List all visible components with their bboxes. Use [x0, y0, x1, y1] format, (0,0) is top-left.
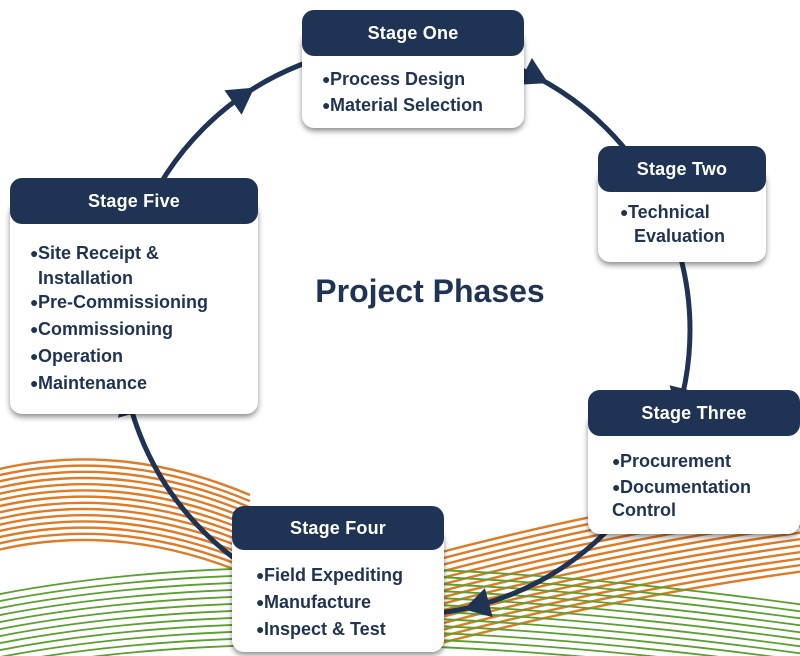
stage-two-card: Stage Two ●Technical Evaluation: [598, 146, 766, 262]
stage-five-body: [10, 200, 258, 414]
bullet-icon: ●: [612, 453, 621, 469]
stage-five-header: Stage Five: [10, 178, 258, 224]
bullet-icon: ●: [30, 321, 39, 337]
stage-item: ●Documentation: [612, 474, 751, 500]
stage-item: ●Field Expediting: [256, 562, 403, 589]
orange-stripes-left: [0, 458, 251, 577]
bullet-icon: ●: [30, 375, 39, 391]
stage-three-items: ●Procurement ●Documentation Control: [612, 448, 751, 520]
arrowhead-icon: [518, 57, 549, 85]
stage-item: ●Process Design: [322, 66, 483, 92]
orange-stripe: [0, 514, 251, 552]
orange-stripe: [0, 458, 251, 497]
orange-stripe: [0, 489, 251, 528]
orange-stripe: [429, 563, 800, 641]
stage-four-items: ●Field Expediting ●Manufacture ●Inspect …: [256, 562, 403, 643]
orange-stripe: [429, 570, 800, 648]
bullet-icon: ●: [30, 294, 39, 310]
orange-stripe: [0, 507, 251, 546]
stage-one-card: Stage One ●Process Design ●Material Sele…: [302, 10, 524, 128]
stage-item: ●Inspect & Test: [256, 616, 403, 643]
stage-item: Evaluation: [634, 226, 726, 246]
orange-stripe: [0, 464, 251, 503]
bullet-icon: ●: [30, 348, 39, 364]
stage-three-header: Stage Three: [588, 390, 800, 436]
bullet-icon: ●: [620, 204, 629, 220]
orange-stripe: [0, 532, 251, 571]
stage-item: ●Technical: [620, 202, 710, 222]
bullet-icon: ●: [322, 71, 331, 87]
orange-stripe: [0, 538, 251, 577]
stage-item: ●Maintenance: [30, 370, 208, 397]
orange-stripe: [0, 470, 251, 509]
stage-item: ●Commissioning: [30, 316, 208, 343]
stage-item: ●Manufacture: [256, 589, 403, 616]
stage-two-header: Stage Two: [598, 146, 766, 192]
orange-stripe: [0, 476, 251, 515]
diagram-title: Project Phases: [315, 273, 545, 309]
bullet-icon: ●: [322, 97, 331, 113]
bullet-icon: ●: [256, 621, 265, 637]
orange-stripe: [0, 483, 251, 521]
stage-three-card: Stage Three ●Procurement ●Documentation …: [588, 390, 800, 534]
stage-four-header: Stage Four: [232, 506, 444, 550]
stage-five-items: ●Site Receipt & Installation ●Pre-Commis…: [30, 240, 208, 397]
stage-item: ●Site Receipt &: [30, 240, 208, 267]
stage-four-card: Stage Four ●Field Expediting ●Manufactur…: [232, 506, 444, 652]
stage-item: ●Operation: [30, 343, 208, 370]
orange-stripe: [0, 526, 251, 565]
stage-two-items: ●Technical Evaluation: [620, 200, 725, 248]
stage-one-items: ●Process Design ●Material Selection: [322, 66, 483, 118]
bullet-icon: ●: [256, 594, 265, 610]
stage-item: Installation: [38, 268, 134, 288]
stage-item: ●Procurement: [612, 448, 751, 474]
arrowhead-icon: [224, 87, 255, 115]
stage-five-card: Stage Five ●Site Receipt & Installation …: [10, 178, 258, 414]
stage-one-header: Stage One: [302, 10, 524, 56]
orange-stripe: [0, 495, 251, 534]
arrowhead-icon: [463, 588, 493, 618]
bullet-icon: ●: [256, 567, 265, 583]
stage-item: Control: [612, 500, 676, 520]
stage-item: ●Material Selection: [322, 92, 483, 118]
stage-item: ●Pre-Commissioning: [30, 289, 208, 316]
bullet-icon: ●: [30, 245, 39, 261]
bullet-icon: ●: [612, 479, 621, 495]
orange-stripe: [0, 501, 251, 540]
